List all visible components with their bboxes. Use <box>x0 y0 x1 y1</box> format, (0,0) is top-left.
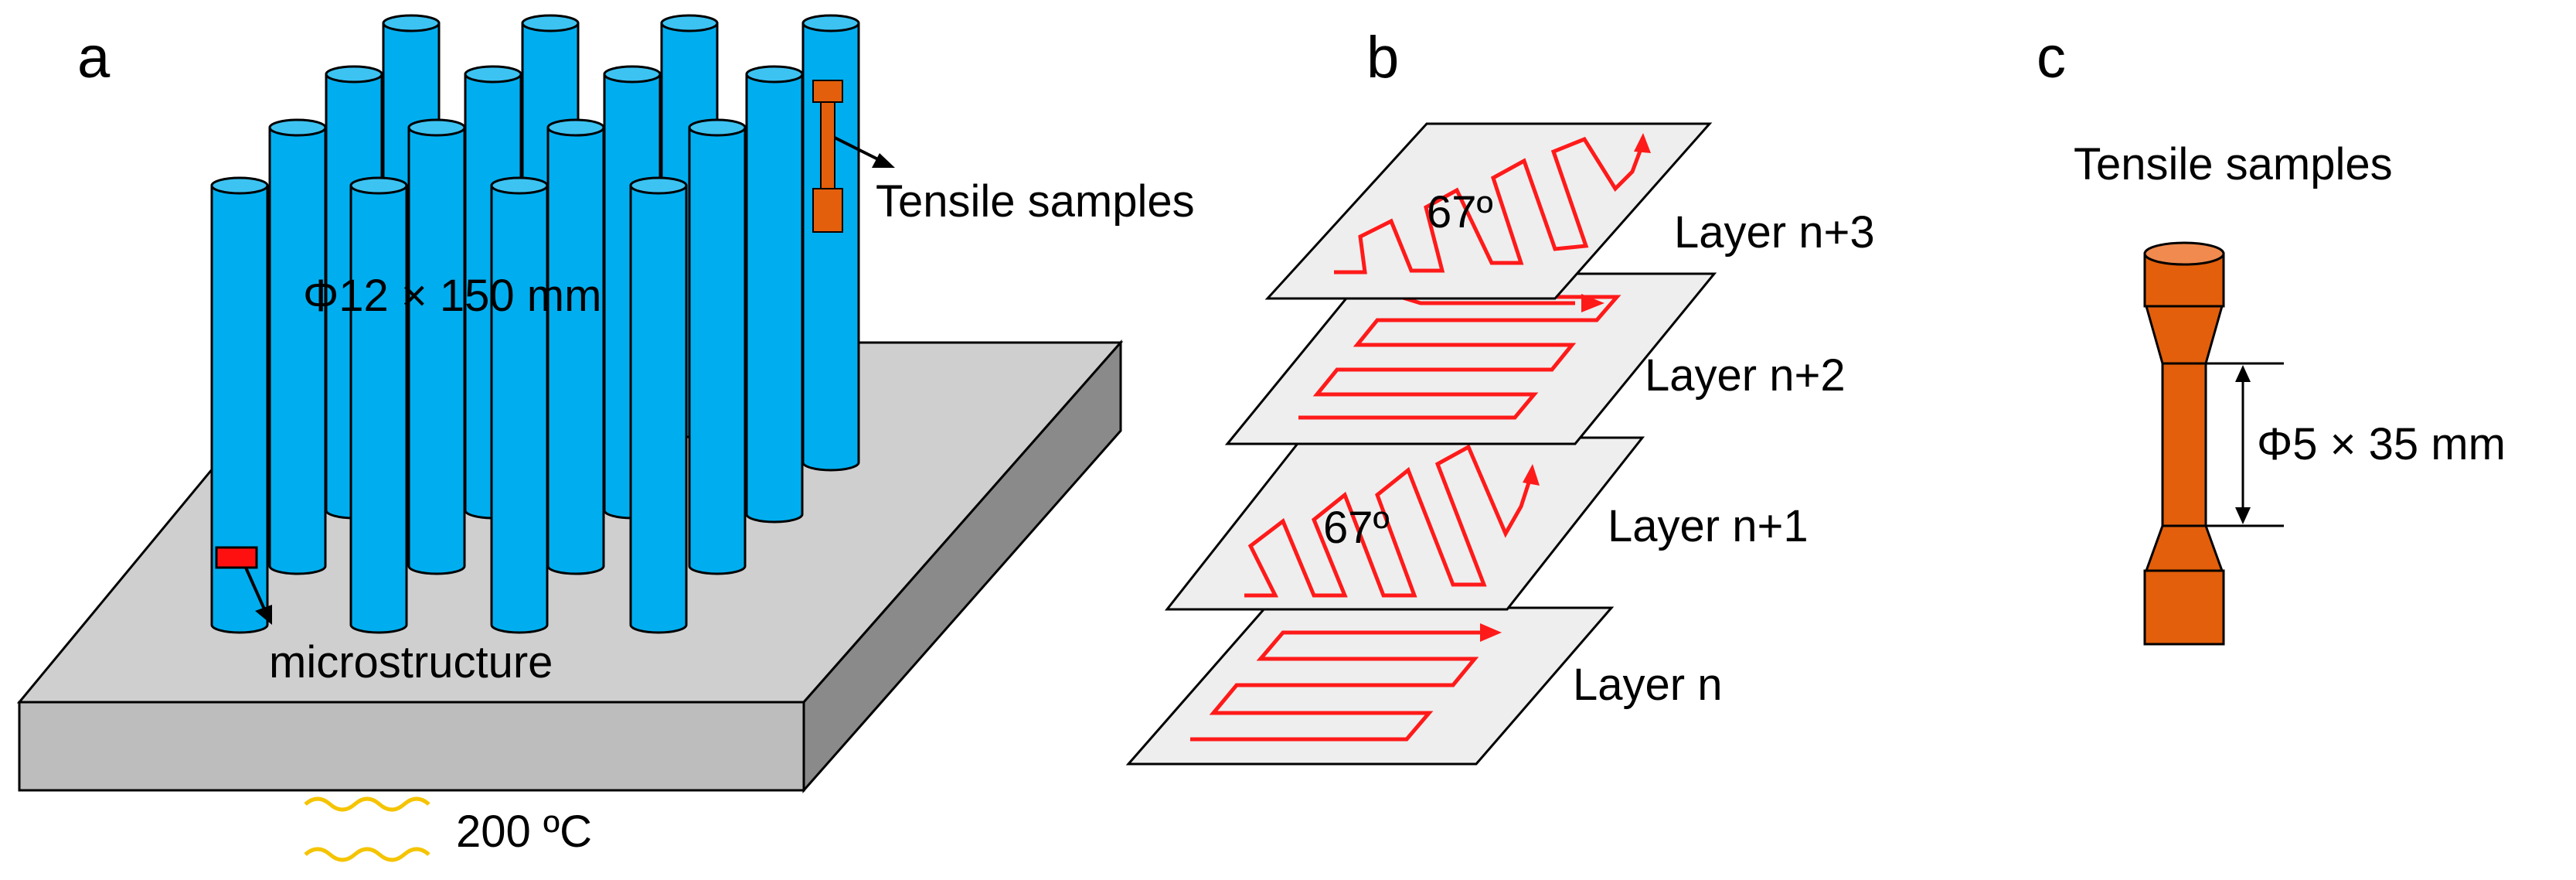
tensile-specimen-large <box>2143 241 2225 646</box>
rod-dimension-label: Φ12 × 150 mm <box>303 271 601 321</box>
panel-a-letter: a <box>77 25 111 90</box>
layer-n-plus-1-angle: 67º <box>1323 503 1390 553</box>
layer-n-plus-1-sheet <box>1164 436 1645 611</box>
tensile-samples-label: Tensile samples <box>876 176 1195 227</box>
layer-n-plus-3-angle: 67º <box>1427 187 1493 237</box>
heat-wave-icon <box>304 796 430 862</box>
cylinder-rod <box>745 65 804 524</box>
layer-n-sheet <box>1125 606 1615 766</box>
panel-a: a Tensile samples Φ12 × 150 mm microstru… <box>16 14 1195 862</box>
layer-label-n: Layer n <box>1573 660 1722 710</box>
tensile-samples-title: Tensile samples <box>2074 139 2393 189</box>
microstructure-arrow <box>244 567 272 625</box>
tensile-sample-small <box>812 80 843 233</box>
panel-b: b 67º 67º Layer n+3 Layer n+2 <box>1125 25 1875 766</box>
cylinder-rod <box>629 176 688 634</box>
gauge-length-dimension <box>2206 362 2284 527</box>
gauge-dimension-label: Φ5 × 35 mm <box>2257 419 2506 469</box>
layer-label-n-plus-1: Layer n+1 <box>1608 501 1809 551</box>
cylinder-rod <box>490 176 549 634</box>
cylinder-rods <box>210 14 860 634</box>
panel-c: c Tensile samples Φ5 × 35 mm <box>2037 25 2506 646</box>
layer-n-plus-3-sheet <box>1264 122 1713 300</box>
cylinder-rod <box>546 118 605 575</box>
cylinder-rod <box>407 118 466 575</box>
microstructure-label: microstructure <box>269 637 553 687</box>
microstructure-marker <box>215 546 258 569</box>
cylinder-rod <box>210 176 269 634</box>
cylinder-rod <box>349 176 408 634</box>
panel-c-letter: c <box>2037 25 2066 90</box>
cylinder-rod <box>268 118 327 575</box>
panel-b-letter: b <box>1366 25 1399 90</box>
temperature-label: 200 ºC <box>456 807 592 857</box>
layer-label-n-plus-3: Layer n+3 <box>1674 207 1875 258</box>
tensile-arrow <box>834 136 895 168</box>
layer-label-n-plus-2: Layer n+2 <box>1645 350 1846 401</box>
cylinder-rod <box>688 118 747 575</box>
cylinder-rod <box>801 14 860 472</box>
